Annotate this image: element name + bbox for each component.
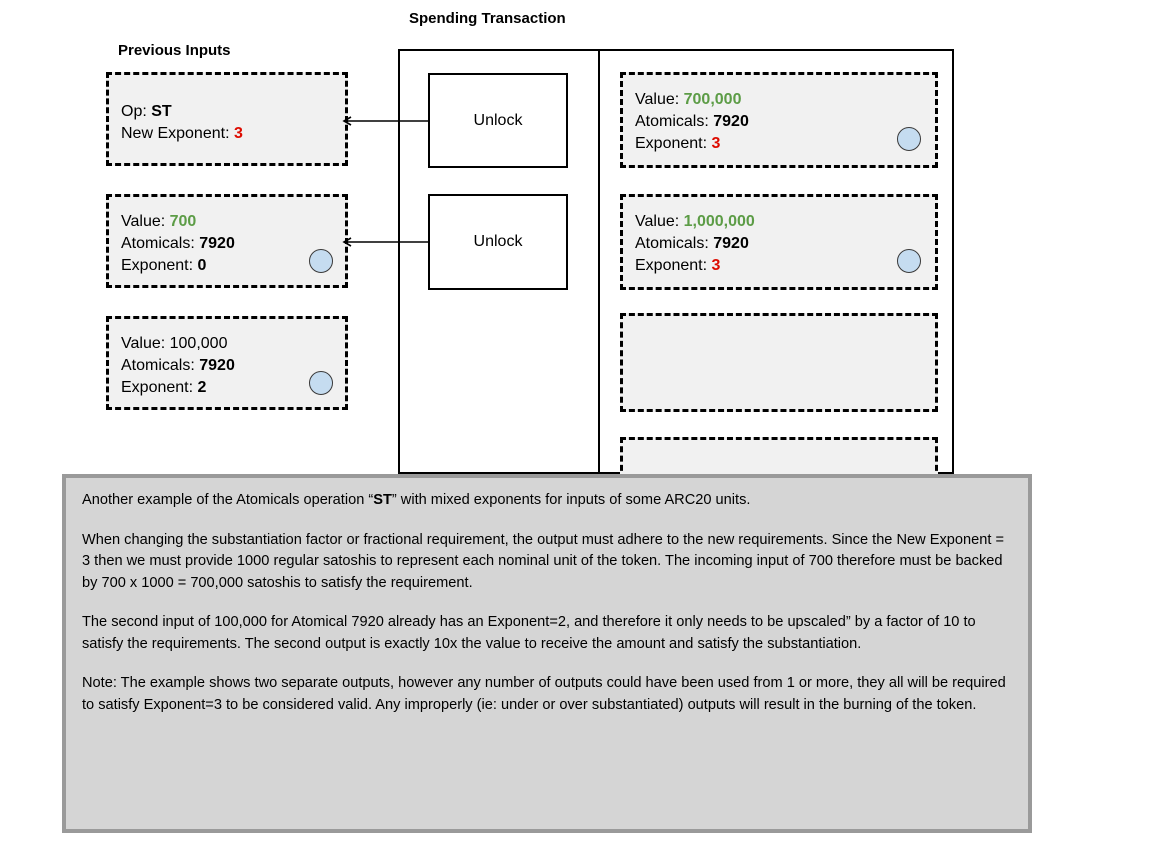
input-2-atomicals-label: Atomicals: — [121, 357, 200, 374]
output-1-exponent-value: 3 — [711, 135, 721, 152]
unlock-box-2-label: Unlock — [473, 233, 523, 250]
input-1-value: 700 — [169, 213, 197, 230]
output-1-value-line: Value: 700,000 — [635, 89, 923, 111]
caption-p1-bold: ST — [373, 492, 392, 508]
input-2-exponent-label: Exponent: — [121, 379, 198, 396]
output-box-1[interactable]: Value: 700,000 Atomicals: 7920 Exponent:… — [620, 72, 938, 168]
output-2-atomicals-value: 7920 — [713, 235, 749, 252]
output-2-exponent-label: Exponent: — [635, 257, 712, 274]
previous-inputs-title: Previous Inputs — [118, 42, 231, 59]
output-2-exponent-line: Exponent: 3 — [635, 255, 923, 277]
input-2-value-line: Value: 100,000 — [121, 333, 333, 355]
token-circle-icon — [897, 249, 921, 273]
caption-paragraph-2: When changing the substantiation factor … — [82, 531, 1004, 591]
unlock-box-2[interactable]: Unlock — [428, 194, 568, 290]
caption-paragraph-4: Note: The example shows two separate out… — [82, 675, 1006, 713]
output-1-atomicals-label: Atomicals: — [635, 113, 714, 130]
input-new-exponent-label: New Exponent: — [121, 125, 234, 142]
caption-paragraph-1: Another example of the Atomicals operati… — [82, 490, 1012, 512]
input-2-value-label: Value: — [121, 335, 170, 352]
input-1-atomicals-value: 7920 — [199, 235, 235, 252]
output-1-atomicals-line: Atomicals: 7920 — [635, 111, 923, 133]
input-op-label: Op: — [121, 103, 152, 120]
input-box-1[interactable]: Value: 700 Atomicals: 7920 Exponent: 0 — [106, 194, 348, 288]
output-1-exponent-line: Exponent: 3 — [635, 133, 923, 155]
input-new-exponent-line: New Exponent: 3 — [121, 123, 333, 145]
token-circle-icon — [309, 249, 333, 273]
input-1-value-line: Value: 700 — [121, 211, 333, 233]
unlock-box-1-label: Unlock — [473, 111, 523, 129]
input-box-operation[interactable]: Op: ST New Exponent: 3 — [106, 72, 348, 166]
token-circle-icon — [309, 371, 333, 395]
input-2-exponent-value: 2 — [197, 379, 207, 396]
input-1-exponent-label: Exponent: — [121, 257, 198, 274]
token-circle-icon — [897, 127, 921, 151]
output-1-exponent-label: Exponent: — [635, 135, 712, 152]
input-2-atomicals-line: Atomicals: 7920 — [121, 355, 333, 377]
input-op-line: Op: ST — [121, 101, 333, 123]
output-box-2[interactable]: Value: 1,000,000 Atomicals: 7920 Exponen… — [620, 194, 938, 290]
unlock-box-1[interactable]: Unlock — [428, 73, 568, 168]
input-new-exponent-value: 3 — [233, 125, 243, 142]
output-2-value-line: Value: 1,000,000 — [635, 211, 923, 233]
output-2-value-label: Value: — [635, 213, 684, 230]
output-box-empty-1[interactable] — [620, 313, 938, 412]
input-1-atomicals-line: Atomicals: 7920 — [121, 233, 333, 255]
input-2-value: 100,000 — [169, 335, 228, 352]
input-1-exponent-value: 0 — [197, 257, 207, 274]
arrow-unlock-1-to-input — [342, 116, 431, 126]
output-2-exponent-value: 3 — [711, 257, 721, 274]
arrow-unlock-2-to-input — [342, 237, 431, 247]
input-box-2[interactable]: Value: 100,000 Atomicals: 7920 Exponent:… — [106, 316, 348, 410]
input-2-exponent-line: Exponent: 2 — [121, 377, 333, 399]
input-1-exponent-line: Exponent: 0 — [121, 255, 333, 277]
transaction-inputs-outputs-divider — [598, 49, 600, 474]
caption-panel: Another example of the Atomicals operati… — [62, 474, 1032, 833]
caption-paragraph-3: The second input of 100,000 for Atomical… — [82, 614, 976, 652]
caption-p1-pre: Another example of the Atomicals operati… — [82, 492, 374, 508]
output-1-value-label: Value: — [635, 91, 684, 108]
input-1-value-label: Value: — [121, 213, 170, 230]
caption-p1-post: ” with mixed exponents for inputs of som… — [391, 492, 751, 508]
input-op-value: ST — [151, 103, 172, 120]
output-2-atomicals-line: Atomicals: 7920 — [635, 233, 923, 255]
output-2-value: 1,000,000 — [683, 213, 755, 230]
output-1-value: 700,000 — [683, 91, 742, 108]
spending-transaction-title: Spending Transaction — [409, 10, 566, 27]
output-1-atomicals-value: 7920 — [713, 113, 749, 130]
output-2-atomicals-label: Atomicals: — [635, 235, 714, 252]
input-1-atomicals-label: Atomicals: — [121, 235, 200, 252]
input-2-atomicals-value: 7920 — [199, 357, 235, 374]
